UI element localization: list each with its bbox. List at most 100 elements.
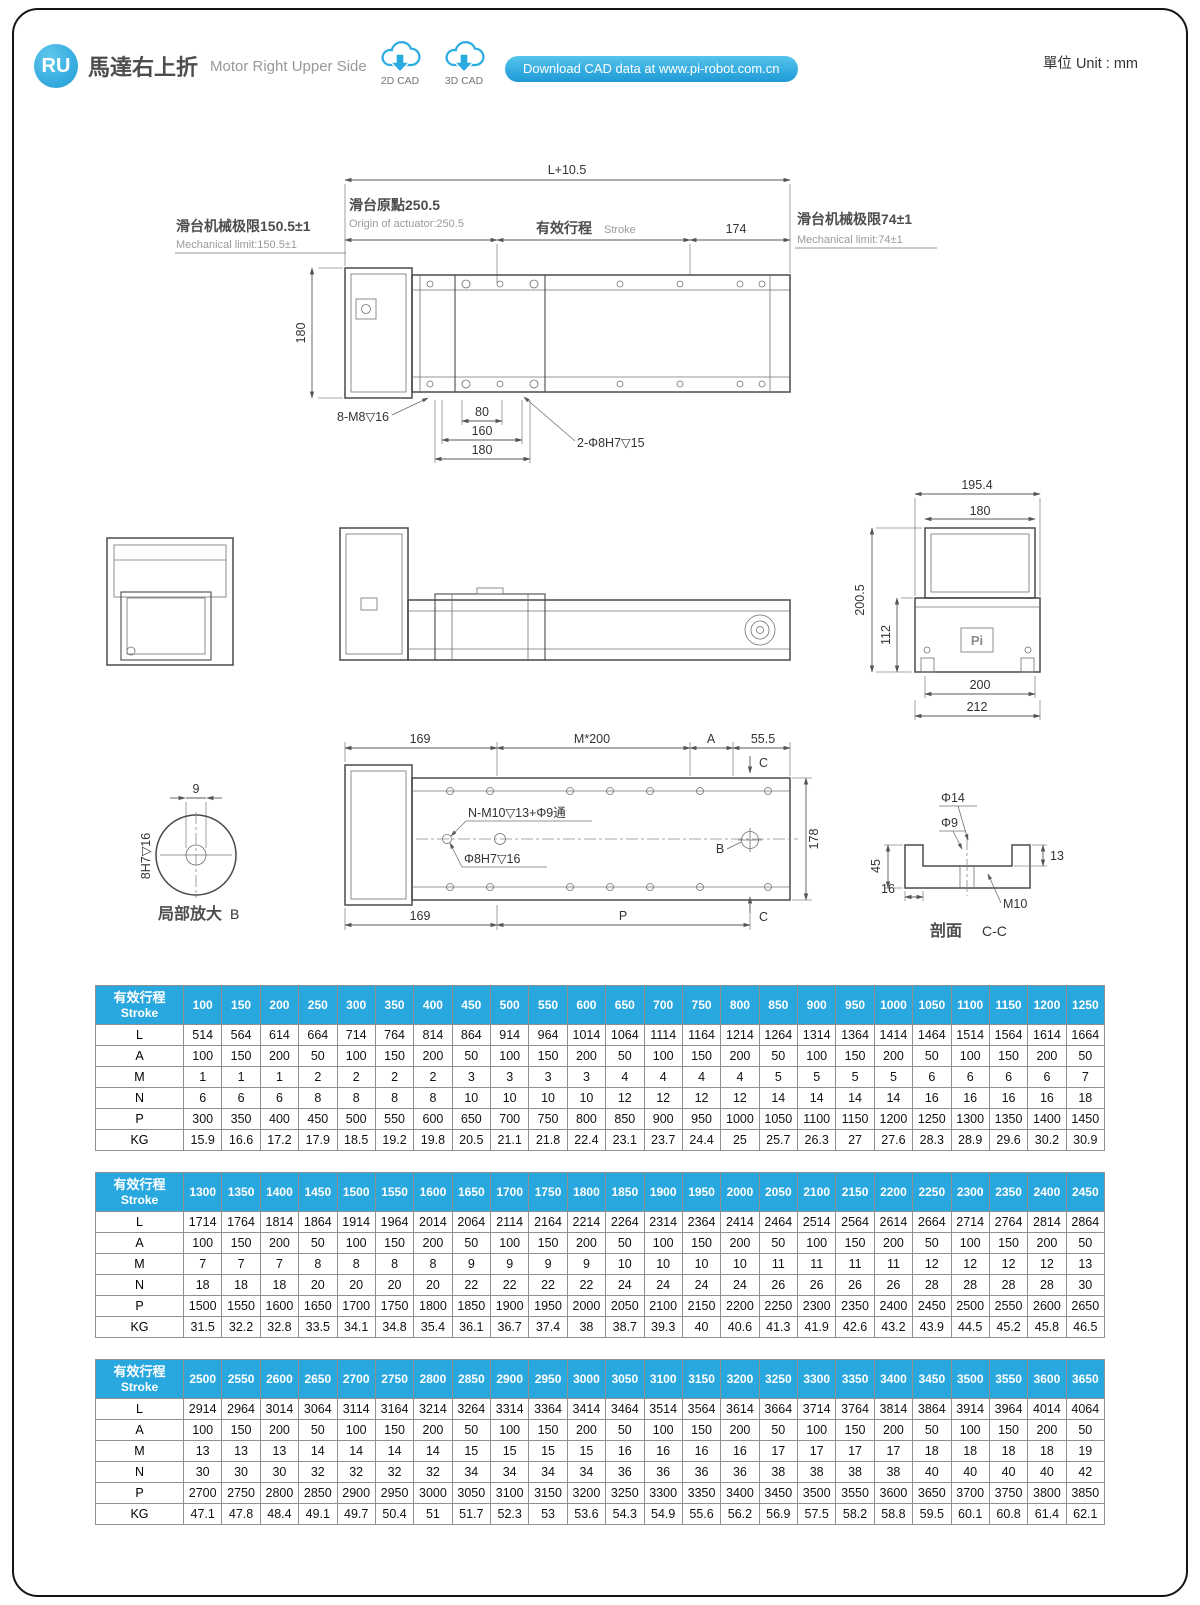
spec-value-cell: 1014 — [566, 1024, 607, 1046]
spec-value-cell: 50 — [1065, 1045, 1106, 1067]
spec-value-cell: 2750 — [221, 1482, 261, 1504]
stroke-col-header: 2150 — [835, 1172, 875, 1212]
spec-value-cell: 24 — [643, 1274, 683, 1296]
spec-value-cell: 3614 — [720, 1398, 760, 1420]
spec-value-cell: 150 — [528, 1419, 568, 1441]
spec-value-cell: 10 — [566, 1087, 607, 1109]
spec-value-cell: 1400 — [1027, 1108, 1067, 1130]
spec-value-cell: 15 — [489, 1440, 530, 1462]
spec-value-cell: 200 — [566, 1419, 607, 1441]
spec-value-cell: 36 — [643, 1461, 683, 1483]
spec-value-cell: 3 — [451, 1066, 492, 1088]
spec-value-cell: 1200 — [873, 1108, 914, 1130]
spec-value-cell: 2714 — [950, 1211, 990, 1233]
spec-value-cell: 3214 — [413, 1398, 453, 1420]
stroke-col-header: 3250 — [758, 1359, 799, 1399]
limit-left-zh: 滑台机械极限150.5±1 — [176, 218, 311, 234]
spec-value-cell: 15 — [566, 1440, 607, 1462]
spec-value-cell: 1500 — [182, 1295, 223, 1317]
spec-value-cell: 3650 — [912, 1482, 952, 1504]
spec-value-cell: 7 — [182, 1253, 223, 1275]
spec-value-cell: 41.9 — [796, 1316, 837, 1338]
spec-value-cell: 2564 — [835, 1211, 875, 1233]
spec-value-cell: 4064 — [1065, 1398, 1106, 1420]
spec-value-cell: 864 — [451, 1024, 492, 1046]
spec-value-cell: 150 — [835, 1045, 875, 1067]
bottom-view-drawing: 169 M*200 A 55.5 C N-M10▽13+Φ9通 Φ8H7▽16 — [344, 732, 821, 930]
spec-value-cell: 200 — [873, 1045, 914, 1067]
cad-3d-download[interactable]: 3D CAD — [436, 40, 492, 87]
spec-value-cell: 5 — [796, 1066, 837, 1088]
label-a: A — [707, 732, 716, 746]
spec-value-cell: 2000 — [566, 1295, 607, 1317]
spec-value-cell: 200 — [1027, 1419, 1067, 1441]
spec-value-cell: 750 — [528, 1108, 568, 1130]
spec-value-cell: 6 — [182, 1087, 223, 1109]
spec-value-cell: 3964 — [988, 1398, 1029, 1420]
spec-value-cell: 2214 — [566, 1211, 607, 1233]
spec-value-cell: 22 — [566, 1274, 607, 1296]
section-c-label-bottom: C — [759, 910, 768, 924]
front-side-view-drawing — [339, 527, 791, 661]
spec-value-cell: 32.8 — [259, 1316, 300, 1338]
label-b-callout: B — [716, 842, 724, 856]
spec-value-cell: 20 — [374, 1274, 415, 1296]
spec-value-cell: 18 — [950, 1440, 990, 1462]
spec-value-cell: 9 — [451, 1253, 492, 1275]
spec-value-cell: 12 — [681, 1087, 722, 1109]
stroke-col-header: 1650 — [451, 1172, 492, 1212]
page-title: 馬達右上折 — [88, 55, 199, 80]
dim-55-5: 55.5 — [751, 732, 775, 746]
row-label-cell: N — [95, 1461, 184, 1483]
spec-value-cell: 54.3 — [605, 1503, 645, 1525]
spec-value-cell: 100 — [336, 1045, 376, 1067]
spec-value-cell: 3700 — [950, 1482, 990, 1504]
stroke-col-header: 3650 — [1065, 1359, 1106, 1399]
row-label-cell: M — [95, 1440, 184, 1462]
spec-value-cell: 1414 — [873, 1024, 914, 1046]
spec-value-cell: 50.4 — [374, 1503, 415, 1525]
spec-value-cell: 500 — [336, 1108, 376, 1130]
download-banner-link[interactable]: Download CAD data at www.pi-robot.com.cn — [505, 56, 798, 82]
spec-value-cell: 964 — [528, 1024, 568, 1046]
cad-2d-download[interactable]: 2D CAD — [372, 40, 428, 87]
spec-value-cell: 3400 — [720, 1482, 760, 1504]
spec-value-cell: 100 — [643, 1232, 683, 1254]
spec-value-cell: 10 — [643, 1253, 683, 1275]
spec-value-cell: 2900 — [336, 1482, 376, 1504]
spec-value-cell: 700 — [489, 1108, 530, 1130]
spec-value-cell: 200 — [566, 1045, 607, 1067]
dim-13: 13 — [1050, 849, 1064, 863]
spec-value-cell: 10 — [451, 1087, 492, 1109]
spec-value-cell: 2 — [374, 1066, 415, 1088]
stroke-col-header: 2300 — [950, 1172, 990, 1212]
stroke-col-header: 1250 — [1065, 985, 1106, 1025]
spec-value-cell: 24 — [605, 1274, 645, 1296]
dim-phi9: Φ9 — [941, 816, 958, 830]
row-label-cell: P — [95, 1482, 184, 1504]
stroke-col-header: 1050 — [912, 985, 952, 1025]
spec-value-cell: 16 — [988, 1087, 1029, 1109]
pi-logo: Pi — [971, 633, 983, 648]
stroke-col-header: 200 — [259, 985, 300, 1025]
cad-3d-label: 3D CAD — [444, 75, 484, 87]
spec-value-cell: 1750 — [374, 1295, 415, 1317]
spec-value-cell: 2500 — [950, 1295, 990, 1317]
stroke-col-header: 2350 — [988, 1172, 1029, 1212]
spec-value-cell: 1800 — [413, 1295, 453, 1317]
spec-value-cell: 17 — [835, 1440, 875, 1462]
spec-value-cell: 2650 — [1065, 1295, 1106, 1317]
spec-value-cell: 150 — [681, 1045, 722, 1067]
spec-value-cell: 1900 — [489, 1295, 530, 1317]
stroke-col-header: 1350 — [221, 1172, 261, 1212]
spec-value-cell: 28.9 — [950, 1129, 990, 1151]
spec-value-cell: 150 — [988, 1045, 1029, 1067]
spec-value-cell: 10 — [489, 1087, 530, 1109]
spec-value-cell: 2114 — [489, 1211, 530, 1233]
unit-label: 單位 Unit : mm — [1042, 56, 1138, 72]
spec-value-cell: 1564 — [988, 1024, 1029, 1046]
stroke-col-header: 1950 — [681, 1172, 722, 1212]
